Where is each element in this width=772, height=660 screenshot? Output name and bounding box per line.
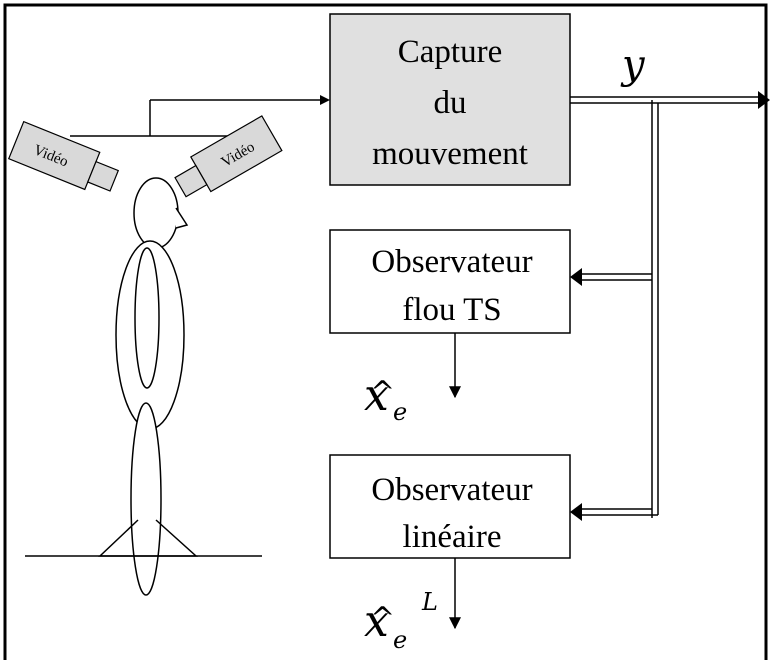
- camera-right: Vidéo: [174, 115, 283, 198]
- estimate-ts-hat: ^: [370, 375, 395, 410]
- input-arrow-lin: [570, 503, 658, 521]
- estimate-lin-subscript: e: [393, 626, 407, 654]
- observer-ts-block: Observateur flou TS: [329, 229, 571, 334]
- capture-box-line1: Capture: [398, 34, 502, 70]
- estimate-ts-subscript: e: [393, 398, 407, 426]
- figure-head: [133, 177, 179, 249]
- estimate-lin: ^ x e L: [364, 588, 438, 654]
- estimate-ts: ^ x e: [364, 370, 407, 426]
- observer-lin-line1: Observateur: [371, 472, 532, 508]
- camera-right-lens: [174, 164, 208, 198]
- outer-frame: [3, 3, 768, 660]
- observer-lin-box: [329, 454, 571, 559]
- camera-wiring: [70, 95, 330, 137]
- capture-box: [329, 13, 571, 186]
- input-arrow-ts: [570, 268, 652, 286]
- feedback-bus: [651, 100, 659, 518]
- estimate-lin-superscript: L: [421, 588, 438, 616]
- human-figure: [98, 177, 198, 596]
- output-bus: [570, 91, 770, 109]
- capture-block: Capture du mouvement: [329, 13, 571, 186]
- capture-box-line2: du: [434, 85, 467, 121]
- observer-ts-line1: Observateur: [371, 244, 532, 280]
- camera-to-capture-arrowhead: [320, 95, 330, 105]
- figure-nose: [175, 207, 189, 229]
- observer-lin-line2: linéaire: [403, 519, 502, 555]
- figure-arm: [134, 247, 160, 389]
- capture-box-line3: mouvement: [372, 136, 528, 172]
- figure-leg: [130, 402, 162, 596]
- observer-ts-line2: flou TS: [402, 292, 501, 328]
- estimate-lin-symbol: x: [364, 596, 389, 647]
- observer-ts-box: [329, 229, 571, 334]
- output-arrowhead: [758, 91, 770, 109]
- observer-lin-block: Observateur linéaire: [329, 454, 571, 559]
- camera-left: Vidéo: [7, 120, 120, 192]
- estimate-ts-symbol: x: [364, 370, 389, 421]
- estimate-lin-hat: ^: [370, 601, 395, 636]
- output-label: y: [620, 42, 646, 88]
- camera-left-lens: [86, 160, 120, 192]
